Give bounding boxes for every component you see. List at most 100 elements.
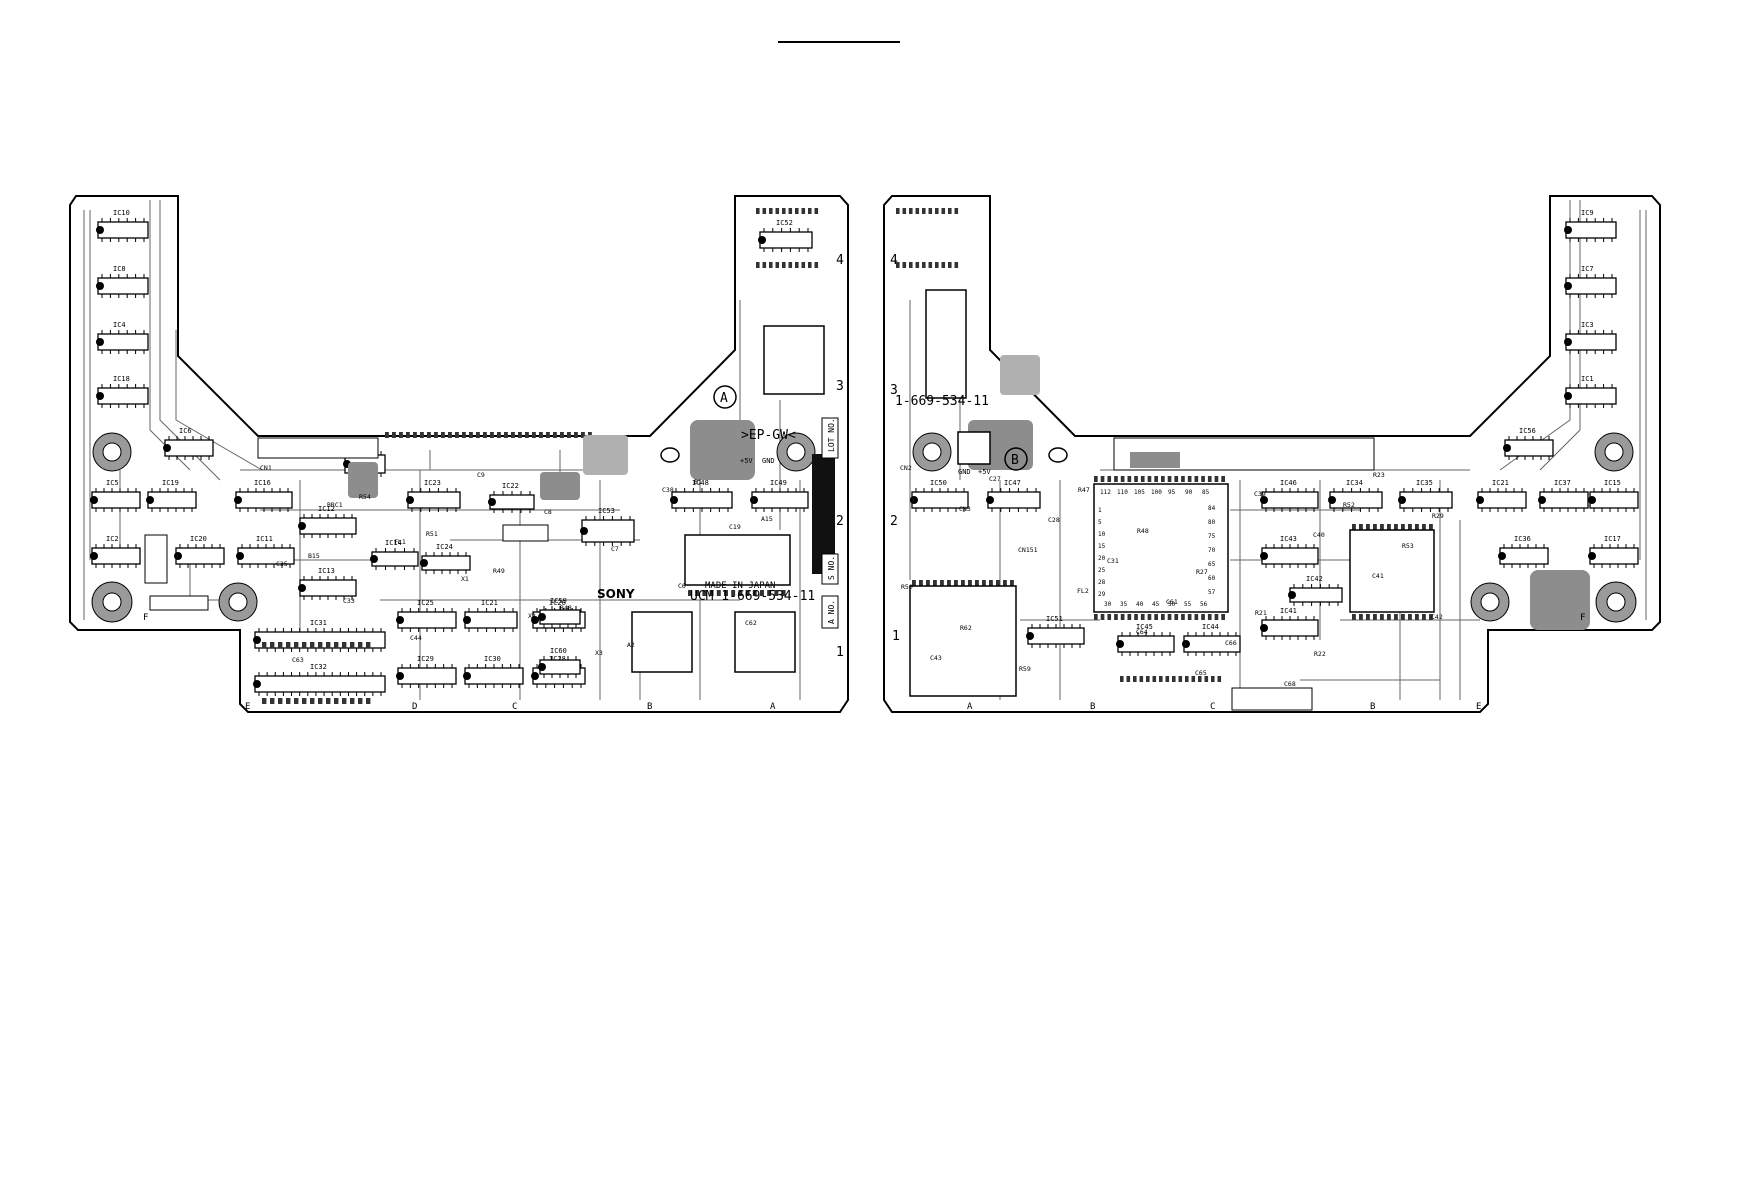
ref-label: 1 [1098, 507, 1102, 514]
chip-ic15: IC15 [1588, 479, 1639, 512]
chip-ic6: IC6 [163, 427, 214, 460]
ref-label: C31 [1107, 557, 1119, 565]
ref-label: 15 [1098, 543, 1106, 550]
ref-label: 10 [1098, 531, 1106, 538]
ref-label: R54 [359, 493, 371, 501]
ref-label: 75 [1208, 533, 1216, 540]
ref-label: R49 [493, 567, 505, 575]
ref-label: C33 [343, 597, 355, 605]
top-pad-row [756, 208, 819, 214]
ref-label: C61 [1166, 598, 1178, 606]
chip-ic2: IC2 [90, 535, 141, 568]
chip-ref-label: IC25 [417, 599, 434, 607]
board-a-cn1-connector [684, 534, 791, 586]
pcb-trace [159, 200, 221, 481]
sony-logo-text: SONY [597, 587, 635, 601]
board-a-header-bar [257, 437, 379, 459]
chip-ref-label: IC28 [549, 655, 566, 663]
chip-ref-label: IC8 [113, 265, 126, 273]
ref-label: B1 [694, 478, 702, 486]
chip-ic3: IC3 [1564, 321, 1617, 354]
ref-label: R53 [1402, 542, 1414, 550]
a-no-label: A NO. [827, 600, 836, 624]
board-a-outline [69, 195, 849, 713]
chip-ic29: IC29 [396, 655, 457, 688]
board-a-pad-rows [262, 208, 819, 704]
chip-ref-label: IC46 [1280, 479, 1297, 487]
chip-ref-label: IC14 [385, 539, 402, 547]
chip-ic47: IC47 [986, 479, 1041, 512]
chip-ref-label: IC36 [1514, 535, 1531, 543]
chip-ref-label: IC34 [1346, 479, 1363, 487]
ref-label: 112 [1100, 489, 1111, 496]
board-a-mount-hole [776, 432, 816, 472]
ref-label: C42 [1431, 613, 1443, 621]
ref-label: C35 [276, 560, 288, 568]
board-b-ic-qfp-large [1093, 483, 1229, 613]
ref-label: 84 [1208, 505, 1216, 512]
board-a-edge-3: 3 [836, 379, 844, 394]
chip-ref-label: IC10 [113, 209, 130, 217]
qfp-pad-row [1094, 614, 1225, 620]
chip-ref-label: IC22 [502, 482, 519, 490]
board-b-circle-label: B [1011, 453, 1019, 468]
made-in-japan: MADE IN JAPAN [705, 581, 775, 591]
ref-label: 5 [1098, 519, 1102, 526]
ref-label: C66 [1225, 639, 1237, 647]
board-b-edge-1: 1 [892, 629, 900, 644]
chip-ic51: IC51 [1026, 615, 1085, 648]
chip-ref-label: IC13 [318, 567, 335, 575]
ref-label: R47 [1078, 486, 1090, 494]
ref-label: 100 [1151, 489, 1162, 496]
ref-label: C68 [1284, 680, 1296, 688]
ref-label: R27 [1196, 568, 1208, 576]
ref-label: R48 [1137, 527, 1149, 535]
top-pad-row [896, 208, 959, 214]
chip-ref-label: IC53 [598, 507, 615, 515]
chip-ic21: IC21 [1476, 479, 1527, 512]
board-b-mount-hole [1595, 581, 1637, 623]
board-a-edge-a: A [770, 702, 776, 712]
ref-label: X1 [461, 575, 469, 583]
board-a-crystal [149, 595, 209, 611]
board-b-edge-4: 4 [890, 253, 898, 268]
ref-label: FL2 [1077, 587, 1089, 595]
ref-label: CN2 [900, 464, 912, 472]
ref-label: 110 [1117, 489, 1128, 496]
board-a-ic-plcc [734, 611, 796, 673]
chip-ic7: IC7 [1564, 265, 1617, 298]
chip-ref-label: IC60 [550, 647, 567, 655]
chip-ref-label: IC47 [1004, 479, 1021, 487]
board-a-edge-1: 1 [836, 645, 844, 660]
chip-ref-label: IC35 [1416, 479, 1433, 487]
ref-label: 30 [1104, 601, 1112, 608]
chip-ref-label: IC49 [770, 479, 787, 487]
cn-pad-row [688, 590, 786, 596]
board-b-edge-2: 2 [890, 514, 898, 529]
board-b-power-gnd: GND [958, 468, 971, 476]
ref-label: C39 [1254, 490, 1266, 498]
chip-ref-label: IC29 [417, 655, 434, 663]
board-a-edge-2: 2 [836, 514, 844, 529]
ref-label: B15 [308, 552, 320, 560]
board-b-ic-plcc [1349, 529, 1435, 613]
plcc-pad-row [1352, 524, 1433, 530]
board-b-power-5v: +5V [978, 468, 991, 476]
chip-ref-label: IC1 [1581, 375, 1594, 383]
chip-ref-label: IC12 [318, 505, 335, 513]
board-a-crystal [502, 524, 549, 542]
chip-ref-label: IC30 [484, 655, 501, 663]
board-b-edge-a: A [967, 702, 973, 712]
ref-label: 85 [1202, 489, 1210, 496]
lot-no-label: LOT NO. [827, 418, 836, 452]
chip-ic5: IC5 [90, 479, 141, 512]
chip-ic32: IC32 [253, 663, 386, 696]
top-pad-row [896, 262, 959, 268]
chip-ic8: IC8 [96, 265, 149, 298]
chip-ic14: IC14 [370, 539, 419, 570]
board-b-edge-b: B [1090, 702, 1095, 712]
chip-ref-label: IC6 [179, 427, 192, 435]
ref-label: C44 [410, 634, 422, 642]
board-b-edge-f: F [1580, 613, 1585, 623]
